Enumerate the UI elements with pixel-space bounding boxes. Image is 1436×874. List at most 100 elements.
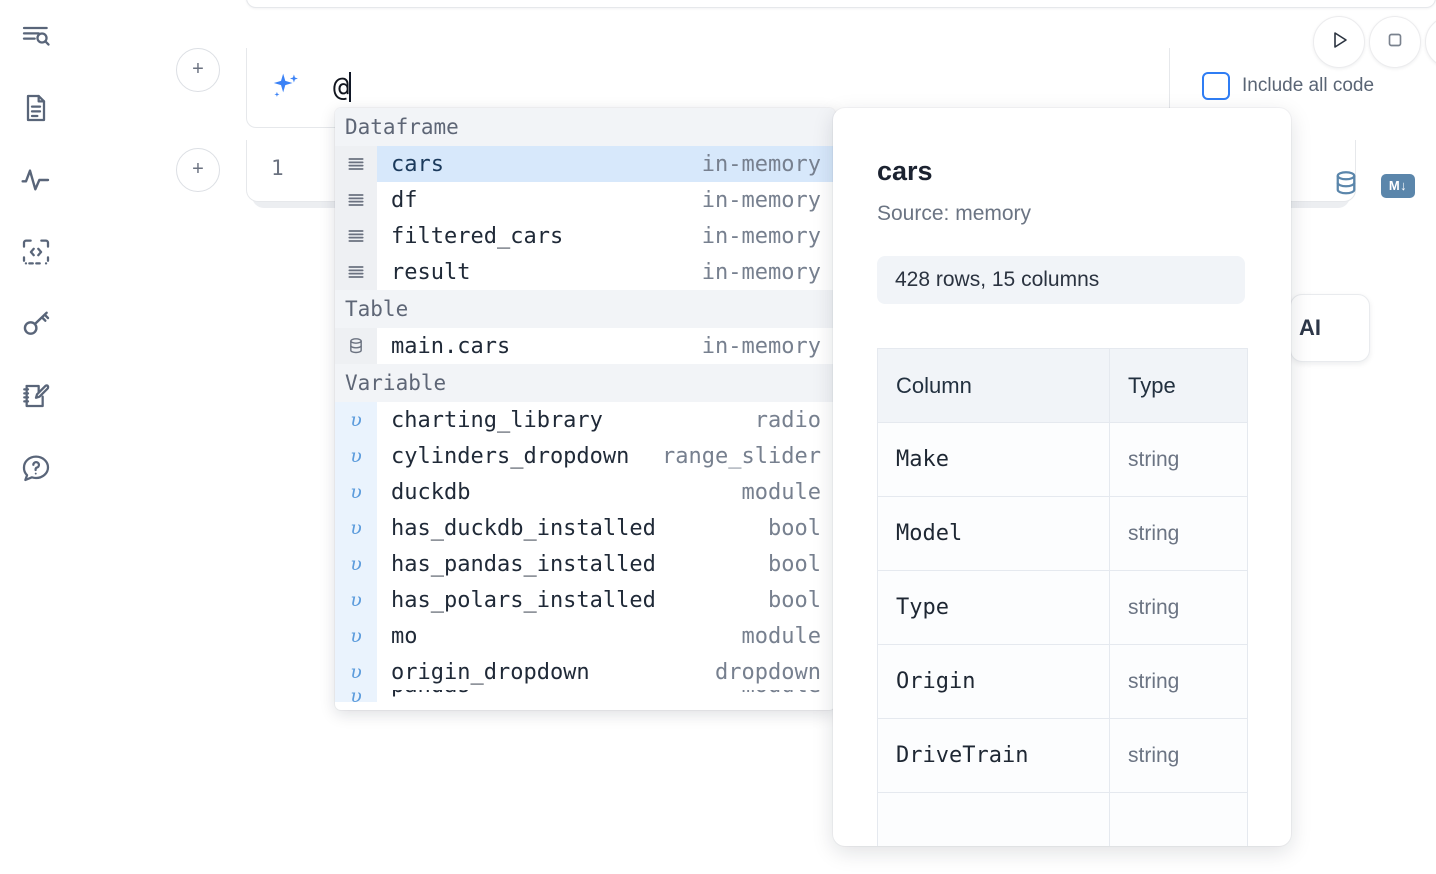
table-column-header: Column <box>877 348 1110 423</box>
ai-prompt-input[interactable]: @ <box>333 72 352 103</box>
column-name-cell: Type <box>877 570 1110 645</box>
autocomplete-item-meta: in-memory <box>701 333 821 359</box>
detail-source: Source: memory <box>877 202 1032 225</box>
sidebar-item-file-search[interactable] <box>14 14 58 58</box>
play-icon <box>1327 28 1351 57</box>
autocomplete-item-name: duckdb <box>391 479 471 505</box>
include-all-code-label: Include all code <box>1242 75 1375 96</box>
ai-prompt-value: @ <box>333 72 350 103</box>
autocomplete-group-header: Table <box>335 290 835 328</box>
autocomplete-item-meta: module <box>742 690 835 698</box>
chat-question-icon <box>20 452 52 484</box>
dataframe-icon <box>335 218 377 254</box>
include-all-code-checkbox[interactable] <box>1202 72 1230 100</box>
autocomplete-item-name: charting_library <box>391 407 603 433</box>
sidebar-item-code[interactable] <box>14 230 58 274</box>
column-type-cell: string <box>1109 422 1248 497</box>
autocomplete-item[interactable]: υ has_pandas_installed bool <box>335 546 835 582</box>
sidebar-item-secrets[interactable] <box>14 302 58 346</box>
autocomplete-item-name: mo <box>391 623 418 649</box>
generate-with-ai-button[interactable]: AI <box>1290 294 1370 362</box>
column-type-cell: string <box>1109 644 1248 719</box>
autocomplete-item-meta: range_slider <box>662 443 821 469</box>
column-type-cell: string <box>1109 718 1248 793</box>
variable-icon: υ <box>335 654 377 690</box>
autocomplete-item-name: has_polars_installed <box>391 587 656 613</box>
column-name-cell: Origin <box>877 644 1110 719</box>
autocomplete-item[interactable]: result in-memory <box>335 254 835 290</box>
dataframe-icon <box>335 182 377 218</box>
column-type-cell <box>1109 792 1248 846</box>
variable-icon: υ <box>335 618 377 654</box>
detail-title: cars <box>877 156 933 186</box>
autocomplete-group-header: Dataframe <box>335 108 835 146</box>
autocomplete-item-clipped[interactable]: υpandasmodule <box>335 690 835 702</box>
autocomplete-item-meta: in-memory <box>701 187 821 213</box>
column-name-cell: DriveTrain <box>877 718 1110 793</box>
add-cell-button-top[interactable] <box>176 48 220 92</box>
autocomplete-item-meta: bool <box>768 551 821 577</box>
column-type-cell: string <box>1109 496 1248 571</box>
dataframe-icon <box>335 146 377 182</box>
detail-stats-badge: 428 rows, 15 columns <box>877 256 1245 304</box>
cell-above-stub <box>246 0 1436 8</box>
autocomplete-item-name: origin_dropdown <box>391 659 590 685</box>
stop-square-icon <box>1384 29 1406 56</box>
text-caret <box>349 72 352 102</box>
database-icon[interactable] <box>1331 168 1361 203</box>
sidebar-item-activity[interactable] <box>14 158 58 202</box>
autocomplete-item-name: main.cars <box>391 333 511 359</box>
table-row-clipped <box>877 792 1248 846</box>
autocomplete-item-name: filtered_cars <box>391 223 564 249</box>
column-name-cell: Make <box>877 422 1110 497</box>
autocomplete-item[interactable]: main.cars in-memory <box>335 328 835 364</box>
sidebar-item-scratchpad[interactable] <box>14 374 58 418</box>
column-type-cell: string <box>1109 570 1248 645</box>
table-column-header: Type <box>1109 348 1248 423</box>
key-icon <box>20 308 52 340</box>
file-search-icon <box>20 20 52 52</box>
autocomplete-item-name: result <box>391 259 471 285</box>
autocomplete-item-meta: bool <box>768 515 821 541</box>
autocomplete-item-meta: module <box>741 623 821 649</box>
add-cell-button-bottom[interactable] <box>176 148 220 192</box>
autocomplete-group-header: Variable <box>335 364 835 402</box>
more-actions-button[interactable] <box>1425 16 1436 68</box>
autocomplete-item-name: cars <box>391 151 444 177</box>
autocomplete-item[interactable]: cars in-memory <box>335 146 835 182</box>
autocomplete-item-meta: in-memory <box>701 151 821 177</box>
autocomplete-item-name: pandas <box>377 690 742 698</box>
include-all-code-control[interactable]: Include all code <box>1202 72 1374 100</box>
variable-icon: υ <box>335 546 377 582</box>
column-name-cell <box>877 792 1110 846</box>
markdown-badge[interactable]: M↓ <box>1381 173 1415 198</box>
cell-type-icons: M↓ <box>1331 168 1415 203</box>
variable-icon: υ <box>335 510 377 546</box>
sidebar-item-help[interactable] <box>14 446 58 490</box>
variable-icon: υ <box>335 690 377 702</box>
sidebar-item-document[interactable] <box>14 86 58 130</box>
autocomplete-item[interactable]: filtered_cars in-memory <box>335 218 835 254</box>
autocomplete-item-meta: radio <box>754 407 821 433</box>
autocomplete-item-meta: in-memory <box>701 223 821 249</box>
variable-icon: υ <box>335 438 377 474</box>
run-button[interactable] <box>1313 16 1365 68</box>
autocomplete-item-name: has_pandas_installed <box>391 551 656 577</box>
stop-button[interactable] <box>1369 16 1421 68</box>
autocomplete-item-meta: in-memory <box>701 259 821 285</box>
